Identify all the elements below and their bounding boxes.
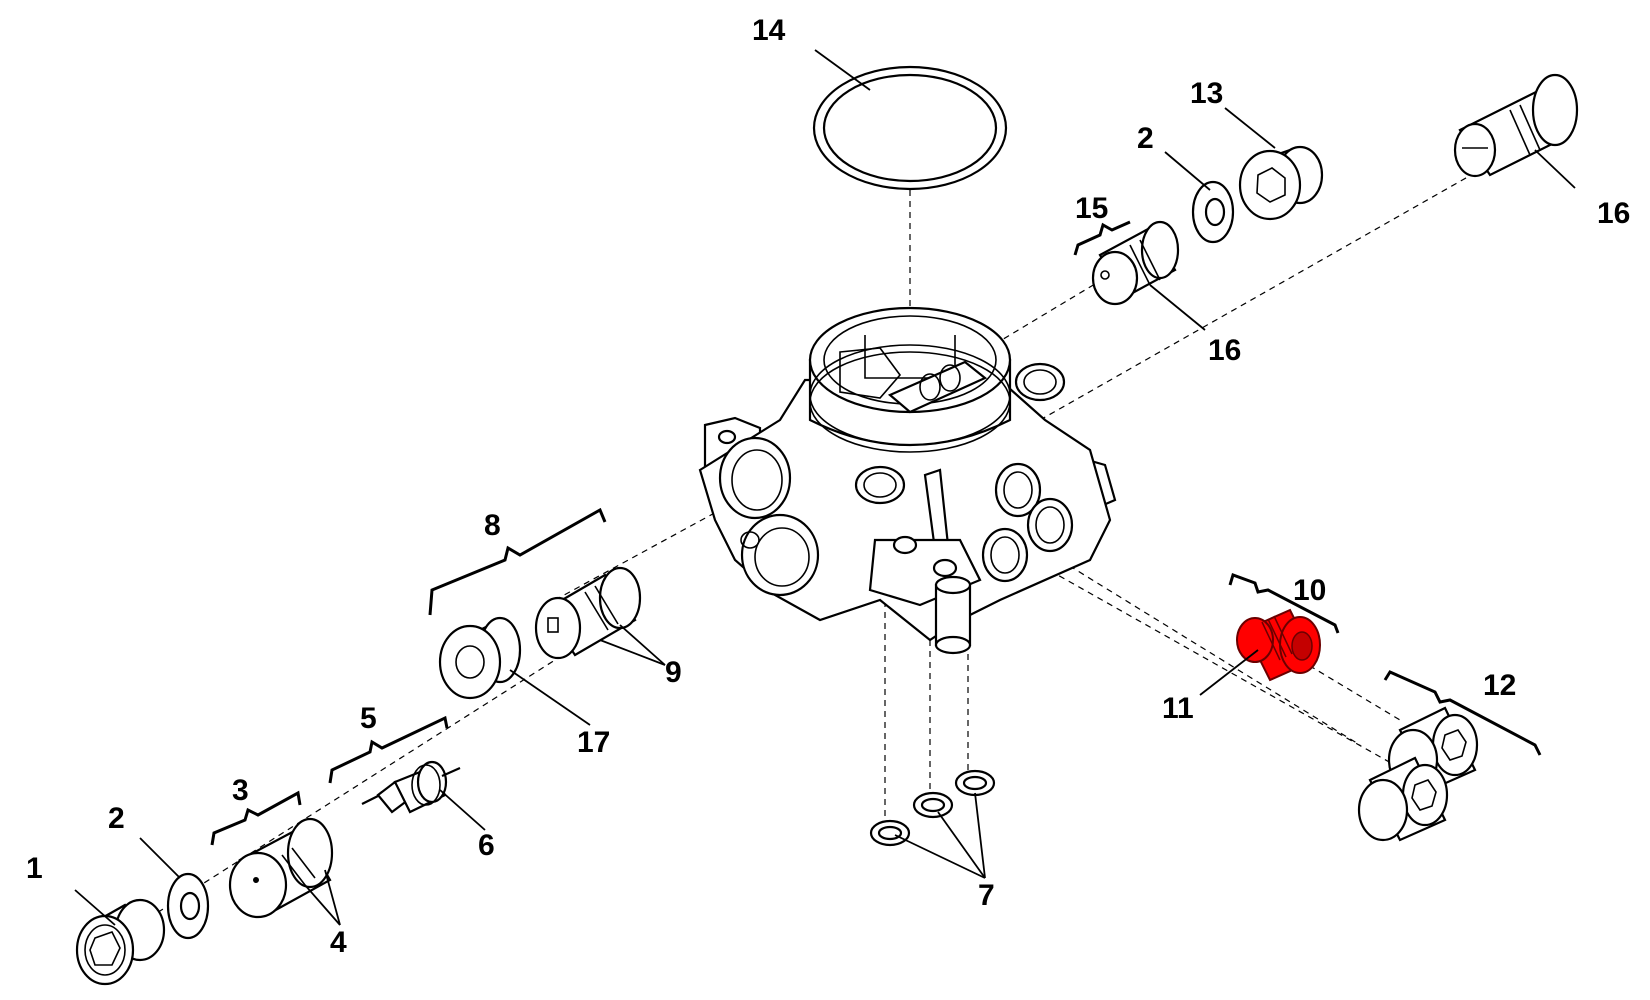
part-7-o-rings (869, 769, 996, 847)
grouping-braces (210, 220, 1542, 846)
part-12-connectors (1357, 706, 1479, 842)
callout-14: 14 (752, 14, 786, 47)
part-16-valve-top-right (1453, 73, 1579, 178)
callout-17: 17 (577, 726, 610, 759)
callout-4: 4 (330, 926, 347, 959)
leader-lines (74, 49, 1576, 926)
callout-labels: 1 2 2 3 4 5 6 7 8 9 10 11 12 13 14 15 16… (26, 14, 1630, 959)
callout-10: 10 (1293, 574, 1326, 607)
callout-3: 3 (232, 774, 249, 807)
callout-11: 11 (1162, 692, 1194, 725)
callout-1: 1 (26, 852, 43, 885)
pump-manifold-body (698, 306, 1117, 655)
callout-16-top-right: 16 (1597, 197, 1630, 230)
callout-6: 6 (478, 829, 495, 862)
callout-8: 8 (484, 509, 501, 542)
callout-9: 9 (665, 656, 682, 689)
callout-16-center: 16 (1208, 334, 1241, 367)
part-14-o-ring (812, 65, 1008, 191)
part-11-highlighted-fitting (1236, 608, 1321, 682)
part-17-cap (438, 616, 522, 700)
part-2-washer-left (166, 872, 210, 940)
part-1-hex-plug (75, 898, 166, 986)
part-16-valve-center (1091, 220, 1180, 306)
part-9-valve-cartridge (534, 566, 642, 660)
callout-2-left: 2 (108, 802, 125, 835)
callout-5: 5 (360, 702, 377, 735)
part-13-hex-nut (1238, 145, 1324, 221)
callout-7: 7 (978, 879, 995, 912)
callout-12: 12 (1483, 669, 1516, 702)
assembly-axis-lines (129, 124, 1481, 931)
part-2-washer-right (1191, 180, 1235, 244)
part-3-valve-cartridge (228, 817, 334, 919)
callout-15: 15 (1075, 192, 1108, 225)
part-6-injector-valve (361, 760, 461, 814)
callout-2-right: 2 (1137, 122, 1154, 155)
callout-13: 13 (1190, 77, 1223, 110)
